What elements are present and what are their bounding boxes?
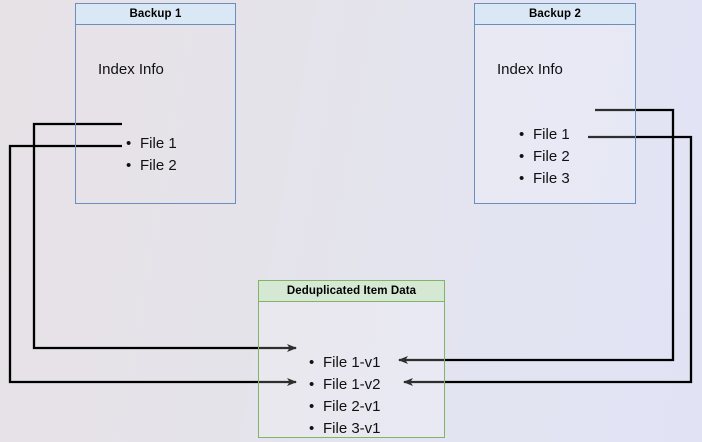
- list-item: File 1-v2: [309, 374, 380, 396]
- node-dedup-body: File 1-v1 File 1-v2 File 2-v1 File 3-v1: [259, 302, 444, 440]
- list-item: File 2: [519, 146, 570, 168]
- list-item: File 2: [126, 155, 177, 177]
- list-item: File 3-v1: [309, 418, 380, 440]
- node-dedup-title: Deduplicated Item Data: [259, 281, 444, 302]
- node-backup1-title: Backup 1: [76, 4, 235, 25]
- node-backup1[interactable]: Backup 1 Index Info File 1 File 2: [75, 3, 236, 204]
- list-item: File 1-v1: [309, 352, 380, 374]
- node-backup2-index-label: Index Info: [497, 61, 563, 78]
- node-backup1-index-label: Index Info: [98, 61, 164, 78]
- node-backup1-body: Index Info File 1 File 2: [76, 25, 235, 203]
- node-backup2-body: Index Info File 1 File 2 File 3: [475, 25, 635, 203]
- list-item: File 3: [519, 168, 570, 190]
- list-item: File 1: [126, 133, 177, 155]
- list-item: File 1: [519, 124, 570, 146]
- node-backup2-file-list: File 1 File 2 File 3: [517, 124, 570, 190]
- node-dedup-file-list: File 1-v1 File 1-v2 File 2-v1 File 3-v1: [307, 352, 380, 440]
- node-backup1-file-list: File 1 File 2: [124, 133, 177, 177]
- node-backup2-title: Backup 2: [475, 4, 635, 25]
- node-backup2[interactable]: Backup 2 Index Info File 1 File 2 File 3: [474, 3, 636, 204]
- list-item: File 2-v1: [309, 396, 380, 418]
- node-deduplicated-item-data[interactable]: Deduplicated Item Data File 1-v1 File 1-…: [258, 280, 445, 440]
